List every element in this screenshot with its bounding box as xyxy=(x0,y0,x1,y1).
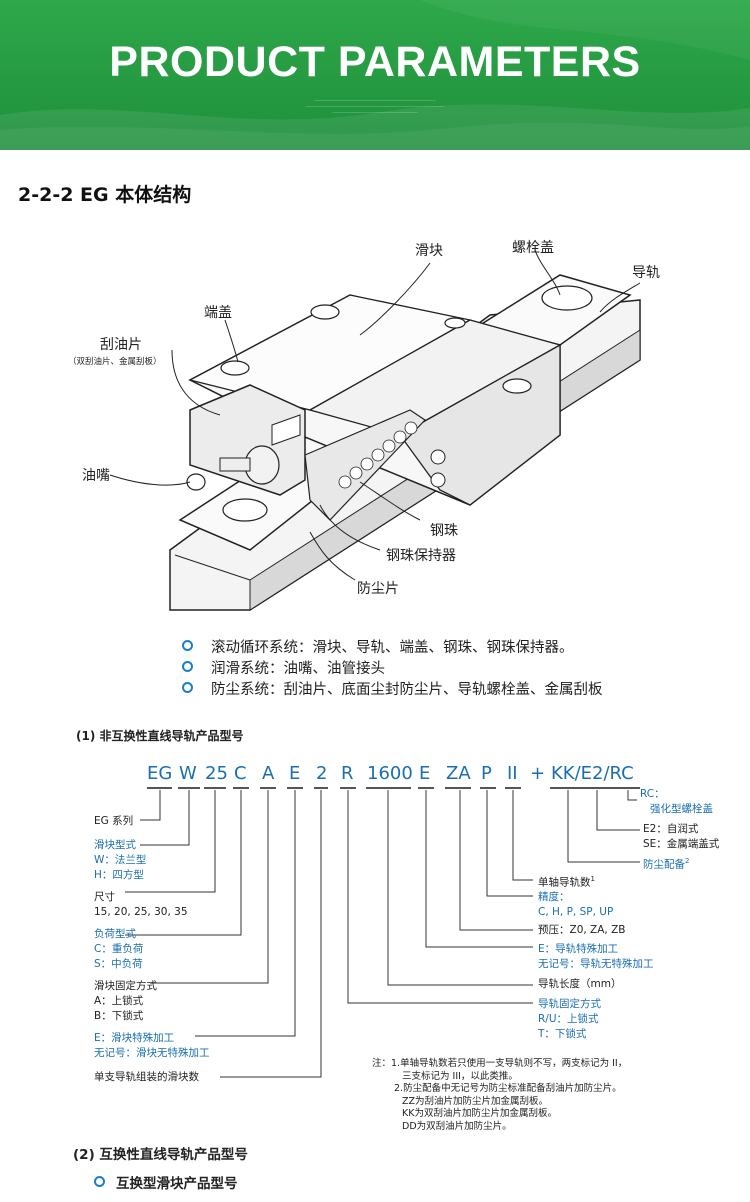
desc-e2: E2：自润式 xyxy=(643,823,699,835)
desc-blocks-per-rail: 单支导轨组装的滑块数 xyxy=(94,1071,199,1083)
code-part-plus: + xyxy=(530,763,546,784)
banner-fine-print-2: ────────────────────────────────────────… xyxy=(305,104,445,109)
code-part-load: C xyxy=(234,763,247,784)
code-underline xyxy=(418,787,434,789)
desc-block-w: W：法兰型 xyxy=(94,854,147,866)
desc-mount-a: A：上锁式 xyxy=(94,995,144,1007)
desc-rail-special-e: E：导轨特殊加工 xyxy=(538,943,619,955)
banner-fine-print-3: ────────────────────────────── xyxy=(332,110,418,115)
label-end-cap: 端盖 xyxy=(204,305,232,321)
bullet-circle-icon xyxy=(182,640,193,651)
label-slider: 滑块 xyxy=(415,243,443,259)
code-part-rails-per-axis: II xyxy=(507,763,518,784)
code-underline xyxy=(260,787,276,789)
desc-special-e: E：滑块特殊加工 xyxy=(94,1032,175,1044)
code-underline xyxy=(287,787,303,789)
code-part-rail-length: 1600 xyxy=(367,763,413,784)
bullet-circle-icon xyxy=(182,661,193,672)
desc-rail-mount-t: T：下锁式 xyxy=(538,1028,587,1040)
desc-se: SE：金属端盖式 xyxy=(643,838,720,850)
label-bolt-cap: 螺栓盖 xyxy=(512,240,554,256)
linear-guide-illustration xyxy=(109,249,641,611)
code-part-rail-mount: R xyxy=(341,763,354,784)
model-heading: (1) 非互换性直线导轨产品型号 xyxy=(76,729,244,743)
desc-rails-per-axis: 单轴导轨数1 xyxy=(538,875,595,889)
desc-load-c: C：重负荷 xyxy=(94,943,144,955)
desc-rail-mount-ru: R/U：上锁式 xyxy=(538,1013,599,1025)
desc-mount-b: B：下锁式 xyxy=(94,1010,144,1022)
code-underline xyxy=(505,787,521,789)
code-underline xyxy=(233,787,249,789)
code-underline xyxy=(550,787,640,789)
code-part-size: 25 xyxy=(205,763,228,784)
desc-load-s: S：中负荷 xyxy=(94,958,143,970)
banner-title: PRODUCT PARAMETERS xyxy=(109,38,641,86)
desc-special-none: 无记号：滑块无特殊加工 xyxy=(94,1047,210,1059)
code-part-mount: A xyxy=(262,763,275,784)
code-part-dust: KK/E2/RC xyxy=(551,763,634,784)
label-rail: 导轨 xyxy=(632,265,660,281)
desc-rc-detail: 强化型螺栓盖 xyxy=(650,803,713,815)
desc-rc: RC： xyxy=(640,788,665,800)
desc-size: 尺寸 xyxy=(94,891,115,903)
code-part-series: EG xyxy=(147,763,173,784)
section-title: 2-2-2 EG 本体结构 xyxy=(18,184,192,206)
label-seal: 防尘片 xyxy=(357,581,399,597)
banner-wave-decoration xyxy=(0,0,750,150)
desc-load: 负荷型式 xyxy=(94,928,136,940)
code-underline xyxy=(178,787,200,789)
code-part-preload: ZA xyxy=(446,763,471,784)
code-underline xyxy=(147,787,172,789)
code-part-block-special: E xyxy=(289,763,301,784)
label-scraper-note: （双刮油片、金属刮板） xyxy=(68,357,162,367)
desc-rail-mount: 导轨固定方式 xyxy=(538,998,601,1010)
code-part-block-type: W xyxy=(179,763,197,784)
desc-dust: 防尘配备2 xyxy=(643,857,690,871)
code-part-rail-special: E xyxy=(419,763,431,784)
header-banner: PRODUCT PARAMETERS ─────────────────────… xyxy=(0,0,750,150)
model-notes: 注：1.单轴导轨数若只使用一支导轨则不写，两支标记为 II， 三支标记为 III… xyxy=(372,1058,628,1132)
label-retainer: 钢珠保持器 xyxy=(386,548,456,564)
bullet-circle-icon xyxy=(94,1176,105,1187)
code-underline xyxy=(314,787,328,789)
label-scraper: 刮油片 xyxy=(100,337,142,353)
desc-block-h: H：四方型 xyxy=(94,869,144,881)
desc-size-values: 15, 20, 25, 30, 35 xyxy=(94,906,188,918)
code-underline xyxy=(204,787,226,789)
desc-preload: 预压：Z0, ZA, ZB xyxy=(538,924,626,936)
code-underline xyxy=(480,787,496,789)
section2-item: 互换型滑块产品型号 xyxy=(116,1176,238,1192)
banner-fine-print-1: ────────────────────────────────────────… xyxy=(314,98,436,103)
bullet-circle-icon xyxy=(182,682,193,693)
desc-block-type: 滑块型式 xyxy=(94,839,136,851)
desc-rail-special-none: 无记号：导轨无特殊加工 xyxy=(538,958,654,970)
desc-precision-values: C, H, P, SP, UP xyxy=(538,906,614,918)
desc-rail-length: 导轨长度（mm） xyxy=(538,978,622,990)
desc-precision: 精度： xyxy=(538,891,570,903)
label-grease-nipple: 油嘴 xyxy=(82,468,110,484)
code-underline xyxy=(340,787,356,789)
code-part-block-count: 2 xyxy=(316,763,328,784)
desc-series: EG 系列 xyxy=(94,815,134,827)
desc-mount: 滑块固定方式 xyxy=(94,980,157,992)
section2-heading: (2) 互换性直线导轨产品型号 xyxy=(73,1147,248,1163)
code-underline xyxy=(445,787,471,789)
model-code-connectors xyxy=(125,790,640,1078)
code-part-precision: P xyxy=(481,763,492,784)
label-ball: 钢珠 xyxy=(430,523,458,539)
code-underline xyxy=(366,787,411,789)
